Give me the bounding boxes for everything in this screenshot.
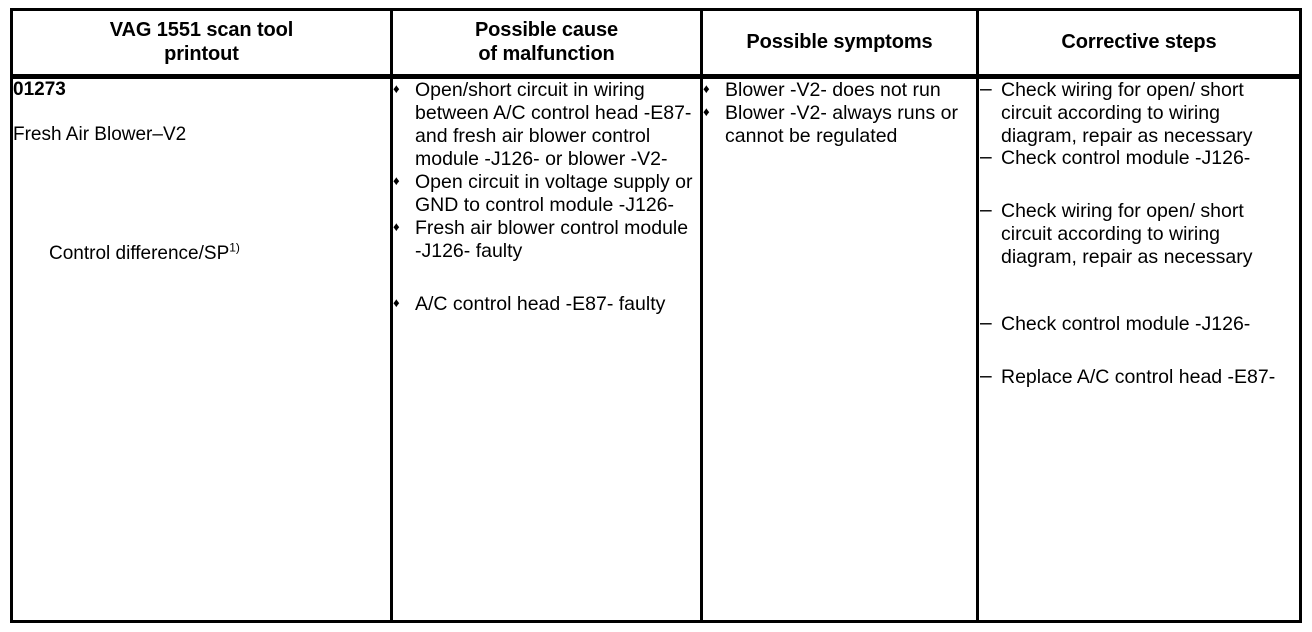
column-header-symptoms: Possible symptoms (701, 9, 979, 79)
column-header-steps: Corrective steps (977, 9, 1301, 79)
column-header-printout-line2: printout (164, 42, 239, 65)
column-header-cause-line1: Possible cause (474, 18, 619, 41)
column-header-cause: Possible cause of malfunction (391, 9, 703, 79)
list-item: ♦ Blower -V2- does not run (703, 79, 976, 102)
diamond-bullet-icon: ♦ (393, 81, 400, 96)
dash-bullet-icon: – (980, 363, 992, 387)
list-item-text: Blower -V2- does not run (725, 79, 941, 101)
dash-bullet-icon: – (980, 310, 992, 334)
list-item: – Check wiring for open/ short circuit a… (979, 77, 1299, 147)
list-item: ♦ A/C control head -E87- faulty (393, 293, 700, 316)
footnote-marker: 1) (229, 240, 240, 255)
list-item-text: Check control module -J126- (1001, 312, 1251, 335)
diamond-bullet-icon: ♦ (703, 81, 710, 96)
fault-name: Fresh Air Blower–V2 (13, 123, 187, 145)
possible-symptoms-list: ♦ Blower -V2- does not run ♦ Blower -V2-… (703, 79, 976, 148)
list-item-text: Check control module -J126- (1001, 147, 1251, 170)
column-header-cause-line2: of malfunction (478, 42, 615, 65)
fault-code: 01273 (13, 79, 66, 100)
cell-scan-tool-printout: 01273 Fresh Air Blower–V2 Control differ… (11, 76, 393, 622)
list-item: ♦ Open circuit in voltage supply or GND … (393, 171, 700, 217)
table-header-row: VAG 1551 scan tool printout Possible cau… (11, 9, 1301, 79)
fault-detail-text: Control difference/SP (49, 242, 230, 264)
column-header-symptoms-line1: Possible symptoms (746, 30, 933, 53)
diamond-bullet-icon: ♦ (703, 104, 710, 119)
corrective-steps-list: – Check wiring for open/ short circuit a… (979, 77, 1299, 389)
list-item: ♦ Fresh air blower control module -J126-… (393, 217, 700, 263)
diagnostic-fault-table: VAG 1551 scan tool printout Possible cau… (10, 8, 1302, 623)
column-header-steps-line1: Corrective steps (1061, 30, 1217, 53)
list-item-text: Fresh air blower control module -J126- f… (415, 217, 689, 262)
dash-bullet-icon: – (980, 77, 992, 100)
list-item: ♦ Open/short circuit in wiring between A… (393, 79, 700, 171)
list-item: – Check control module -J126- (979, 310, 1299, 336)
list-item: – Check control module -J126- (979, 145, 1299, 170)
list-item-text: Check wiring for open/ short circuit acc… (1001, 200, 1253, 268)
list-item-text: Open/short circuit in wiring between A/C… (415, 79, 692, 170)
diamond-bullet-icon: ♦ (393, 295, 400, 310)
list-item: – Replace A/C control head -E87- (979, 363, 1299, 389)
dash-bullet-icon: – (980, 198, 992, 222)
list-item: ♦ Blower -V2- always runs or cannot be r… (703, 102, 976, 148)
list-item: – Check wiring for open/ short circuit a… (979, 198, 1299, 268)
column-header-printout-line1: VAG 1551 scan tool (109, 18, 294, 41)
column-header-printout: VAG 1551 scan tool printout (11, 9, 393, 79)
list-item-text: Replace A/C control head -E87- (1001, 365, 1276, 388)
cell-possible-symptoms: ♦ Blower -V2- does not run ♦ Blower -V2-… (701, 76, 979, 622)
diamond-bullet-icon: ♦ (393, 173, 400, 188)
possible-cause-list: ♦ Open/short circuit in wiring between A… (393, 79, 700, 316)
cell-possible-cause: ♦ Open/short circuit in wiring between A… (391, 76, 703, 622)
list-item-text: Blower -V2- always runs or cannot be reg… (725, 102, 958, 147)
cell-corrective-steps: – Check wiring for open/ short circuit a… (978, 77, 1301, 622)
table-row: 01273 Fresh Air Blower–V2 Control differ… (11, 76, 1301, 622)
dash-bullet-icon: – (980, 145, 992, 169)
diamond-bullet-icon: ♦ (393, 219, 400, 234)
list-item-text: Open circuit in voltage supply or GND to… (415, 171, 693, 216)
list-item-text: Check wiring for open/ short circuit acc… (1001, 79, 1253, 147)
fault-detail: Control difference/SP1) (49, 240, 390, 266)
list-item-text: A/C control head -E87- faulty (415, 293, 666, 315)
